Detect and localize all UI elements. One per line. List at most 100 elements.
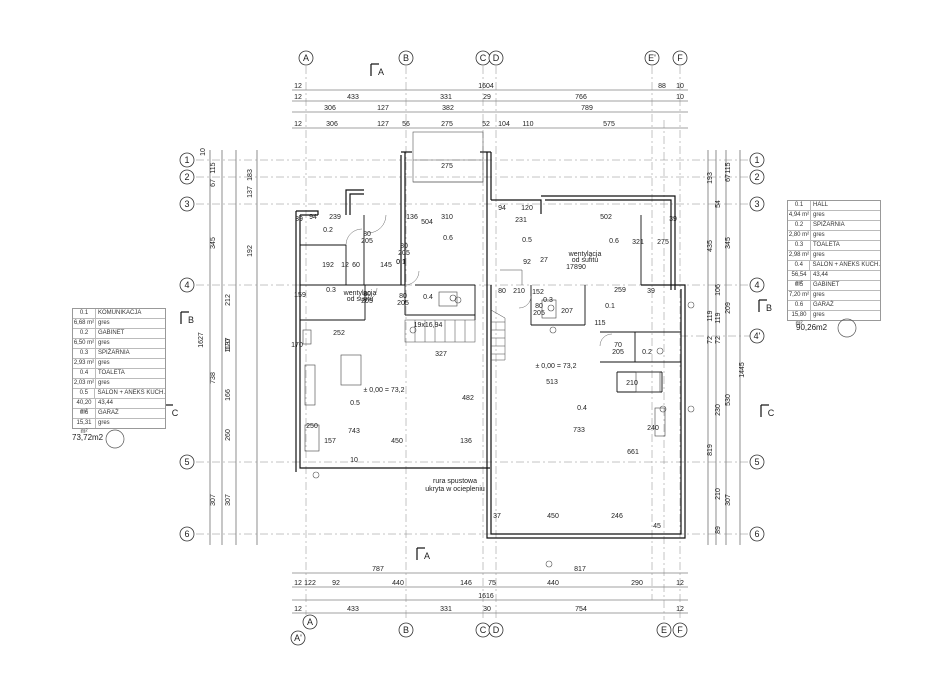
dim-right: 72 <box>707 336 714 344</box>
legend-left-num: 15,31 m² <box>73 419 96 435</box>
axis-label: 1 <box>184 155 189 165</box>
legend-right-total: 90,26m2 <box>796 323 828 332</box>
measure-label: 157 <box>324 438 336 445</box>
measure-label: 504 <box>421 219 433 226</box>
dim-right: 106 <box>715 284 722 296</box>
measure-label: 39 <box>647 288 655 295</box>
dim-top: 12 <box>294 94 302 101</box>
axis-label: 4' <box>754 331 761 341</box>
legend-right-num: 0.6 <box>788 301 811 310</box>
legend-left-text: gres <box>98 320 110 326</box>
legend-left-total: 73,72m2 <box>72 433 104 442</box>
measure-label: 60 <box>352 262 360 269</box>
dim-left: 10 <box>200 148 207 156</box>
axis-label: 5 <box>184 457 189 467</box>
legend-left-text: TOALETA <box>98 370 125 376</box>
dim-left: 260 <box>225 429 232 441</box>
axis-bottom-B: B <box>398 622 414 638</box>
fixtures <box>302 291 666 452</box>
dim-top: 1604 <box>478 83 494 90</box>
legend-right-text: gres <box>813 252 825 258</box>
axis-label: B <box>403 625 409 635</box>
measure-label: 39 <box>295 216 303 223</box>
dim-top: 12 <box>294 83 302 90</box>
axis-label: 6 <box>754 529 759 539</box>
dim-right: 230 <box>715 404 722 416</box>
legend-left-num: 0.4 <box>73 369 96 378</box>
dim-bottom: 12 <box>676 606 684 613</box>
axis-right-2: 2 <box>749 169 765 185</box>
measure-label: 661 <box>627 449 639 456</box>
measure-label: 207 <box>561 308 573 315</box>
legend-left-text: GARAŻ <box>98 410 119 416</box>
dim-bottom: 440 <box>547 580 559 587</box>
dim-top: 10 <box>676 83 684 90</box>
measure-label: 733 <box>573 427 585 434</box>
dim-bottom: 290 <box>631 580 643 587</box>
measure-label: 27 <box>540 257 548 264</box>
section-mark: A <box>416 547 430 561</box>
axis-label: A' <box>294 633 302 643</box>
measure-label: 170 <box>291 342 303 349</box>
axis-label: A <box>303 53 309 63</box>
axis-bottom-D: D <box>488 622 504 638</box>
legend-left-num: 0.1 <box>73 309 96 318</box>
axis-label: D <box>493 625 500 635</box>
axis-bottom-E: E <box>656 622 672 638</box>
measure-label: 743 <box>348 428 360 435</box>
legend-right-text: gres <box>813 312 825 318</box>
note-label: od sufitu <box>347 296 374 303</box>
axis-top-E': E' <box>644 50 660 66</box>
legend-right-circle-icon <box>837 318 857 338</box>
axis-bottom-C: C <box>475 622 491 638</box>
dim-top: 10 <box>676 94 684 101</box>
room-number: 0.5 <box>350 400 360 407</box>
measure-label: 80 <box>399 293 407 300</box>
measure-label: 310 <box>441 214 453 221</box>
dim-top: 12 <box>294 121 302 128</box>
legend-right-text: gres <box>813 232 825 238</box>
measure-label: 80 <box>535 303 543 310</box>
axis-right-6: 6 <box>749 526 765 542</box>
dim-left: 67 <box>210 179 217 187</box>
measure-label: 327 <box>435 351 447 358</box>
measure-label: 80 <box>400 243 408 250</box>
note-label: ukryta w ociepleniu <box>425 486 485 493</box>
measure-label: 210 <box>626 380 638 387</box>
level-label: ± 0,00 = 73,2 <box>363 387 404 394</box>
section-mark: A <box>370 63 384 77</box>
measure-label: 205 <box>361 298 373 305</box>
room-number: 0.3 <box>326 287 336 294</box>
dim-right: 209 <box>725 302 732 314</box>
axis-top-B: B <box>398 50 414 66</box>
room-number: 0.2 <box>323 227 333 234</box>
dim-left: 345 <box>210 237 217 249</box>
legend-right-text: TOALETA <box>813 242 840 248</box>
legend-left-text: gres <box>98 360 110 366</box>
room-number: 0.4 <box>577 405 587 412</box>
measure-label: 252 <box>333 330 345 337</box>
dim-bottom: 92 <box>332 580 340 587</box>
legend-right-num: 0.3 <box>788 241 811 250</box>
measure-label: 152 <box>532 289 544 296</box>
measure-label: 205 <box>361 238 373 245</box>
dim-bottom: 12 <box>294 606 302 613</box>
axis-label: 1 <box>754 155 759 165</box>
legend-right-text: SALON + ANEKS KUCH. <box>812 262 880 268</box>
measure-label: 80 <box>363 291 371 298</box>
measure-label: 37 <box>493 513 501 520</box>
room-number: 0.1 <box>396 259 406 266</box>
axis-bottom-F: F <box>672 622 688 638</box>
legend-left-text: GABINET <box>98 330 125 336</box>
axis-right-4': 4' <box>749 328 765 344</box>
measure-label: 19x16,94 <box>414 322 443 329</box>
